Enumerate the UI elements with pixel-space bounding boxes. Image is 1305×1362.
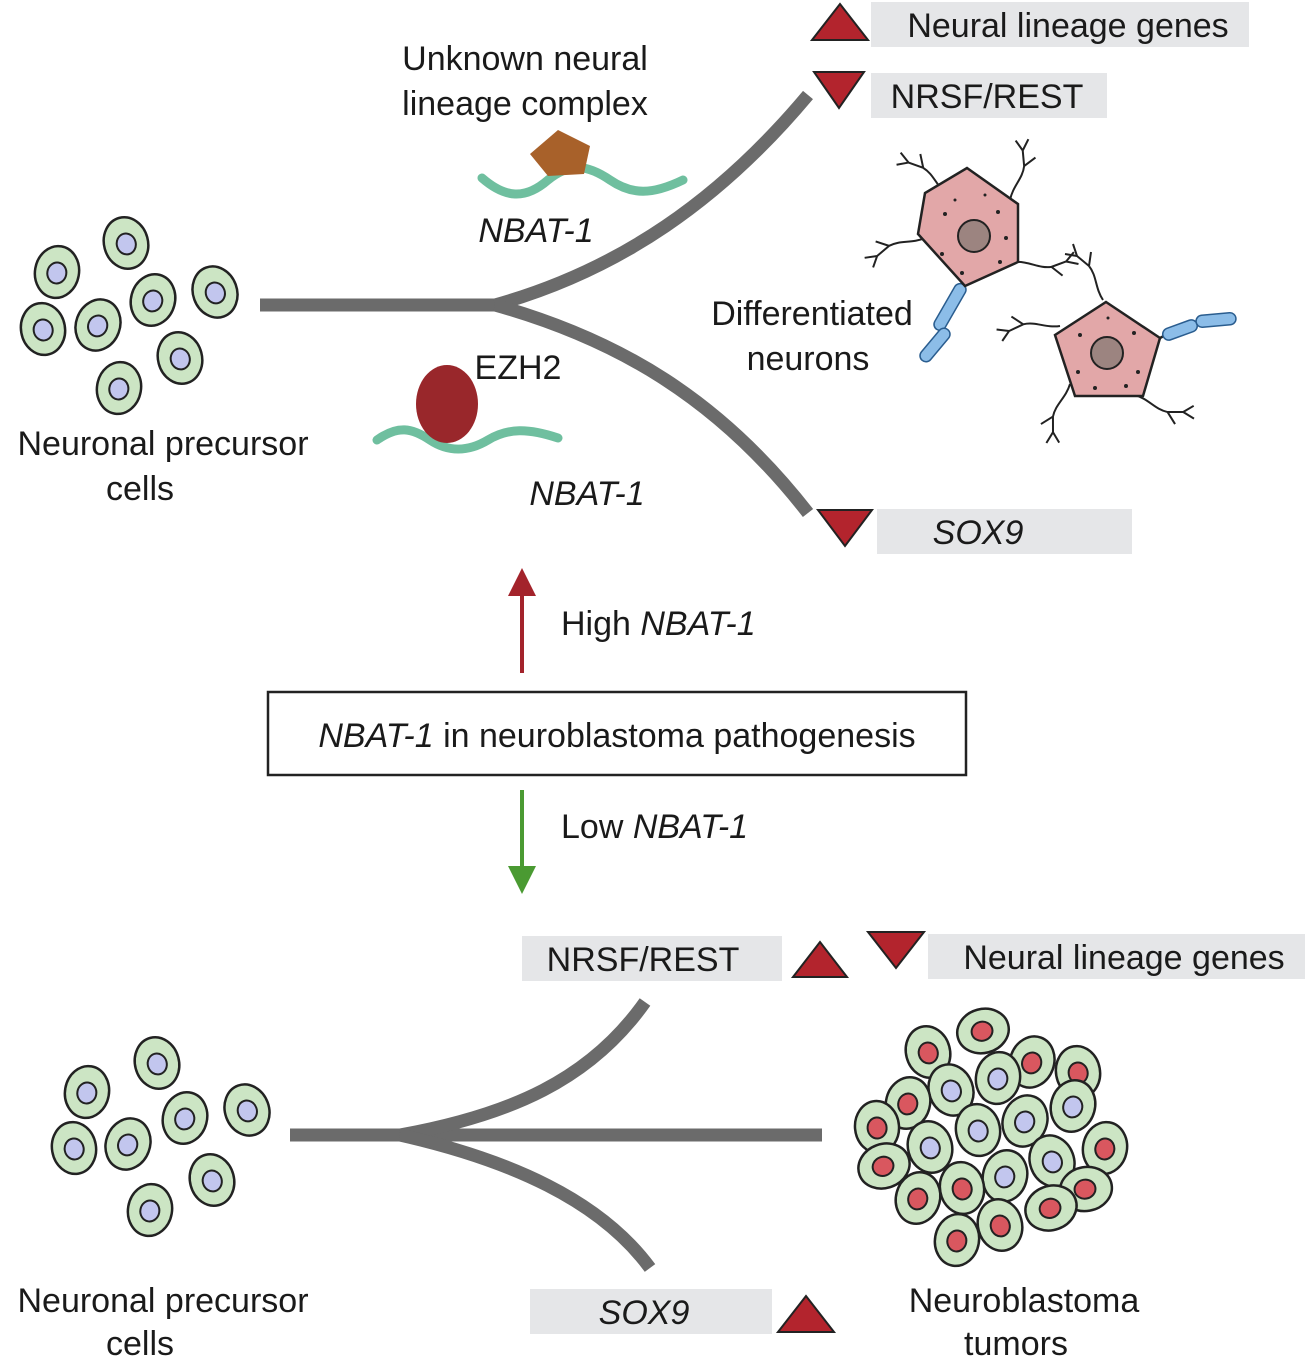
top-nrsf-down-triangle [812, 71, 866, 110]
upper-nbat1-label: NBAT-1 [478, 212, 593, 250]
differentiated-label-1: Differentiated [711, 295, 913, 333]
top-sox9-box [877, 509, 1132, 554]
low-nbat1-arrow [508, 790, 536, 894]
top-pathway [260, 90, 814, 517]
top-sox9-down-triangle [816, 509, 874, 548]
tumor-cell-cluster [850, 1001, 1133, 1271]
bottom-neural-down-triangle [865, 931, 927, 970]
top-neural-up-triangle [809, 2, 871, 41]
ezh2-protein [416, 365, 478, 443]
bottom-panel: NRSF/REST Neural lineage genes SOX9 Neur… [17, 931, 1305, 1362]
bottom-nrsf-box [522, 936, 782, 981]
bottom-sox9-up-triangle [775, 1294, 837, 1333]
bottom-nrsf-up-triangle [790, 940, 850, 978]
differentiated-label-2: neurons [747, 340, 870, 378]
top-precursor-cells [15, 210, 246, 419]
neuron-2 [992, 243, 1237, 451]
lower-nbat1-rna [372, 425, 563, 454]
bottom-pathway [290, 998, 822, 1272]
bottom-sox9-text: SOX9 [599, 1294, 690, 1332]
top-nrsf-text: NRSF/REST [891, 78, 1084, 116]
neuron-1 [862, 132, 1084, 363]
high-nbat1-arrow [508, 568, 536, 673]
low-nbat1-label: Low NBAT-1 [561, 808, 748, 846]
tumor-label-2: tumors [964, 1325, 1068, 1357]
unknown-complex-label-2: lineage complex [402, 85, 648, 123]
bottom-precursor-label-1: Neuronal precursor [17, 1282, 308, 1320]
top-precursor-label-1: Neuronal precursor [17, 425, 308, 463]
bottom-nrsf-text: NRSF/REST [547, 941, 740, 979]
top-nrsf-box [871, 73, 1107, 118]
middle-section: High NBAT-1 NBAT-1 in neuroblastoma path… [266, 568, 968, 894]
bottom-sox9-box [530, 1289, 772, 1334]
center-box [266, 690, 968, 777]
bottom-precursor-cells [46, 1030, 278, 1241]
bottom-neural-lineage-box [928, 934, 1305, 979]
top-precursor-label-2: cells [106, 470, 174, 508]
bottom-neural-lineage-text: Neural lineage genes [963, 939, 1284, 977]
top-neural-lineage-box [871, 2, 1249, 47]
ezh2-label: EZH2 [475, 349, 562, 387]
top-sox9-text: SOX9 [933, 514, 1024, 552]
high-nbat1-label: High NBAT-1 [561, 605, 756, 643]
unknown-complex-shape [530, 130, 590, 176]
top-panel: Neuronal precursor cells Unknown neural … [15, 2, 1249, 554]
tumor-label-1: Neuroblastoma [909, 1282, 1140, 1320]
center-box-title: NBAT-1 in neuroblastoma pathogenesis [318, 717, 915, 755]
top-neural-lineage-text: Neural lineage genes [907, 7, 1228, 45]
lower-nbat1-label: NBAT-1 [529, 475, 644, 513]
bottom-precursor-label-2: cells [106, 1325, 174, 1357]
unknown-complex-label-1: Unknown neural [402, 40, 648, 78]
